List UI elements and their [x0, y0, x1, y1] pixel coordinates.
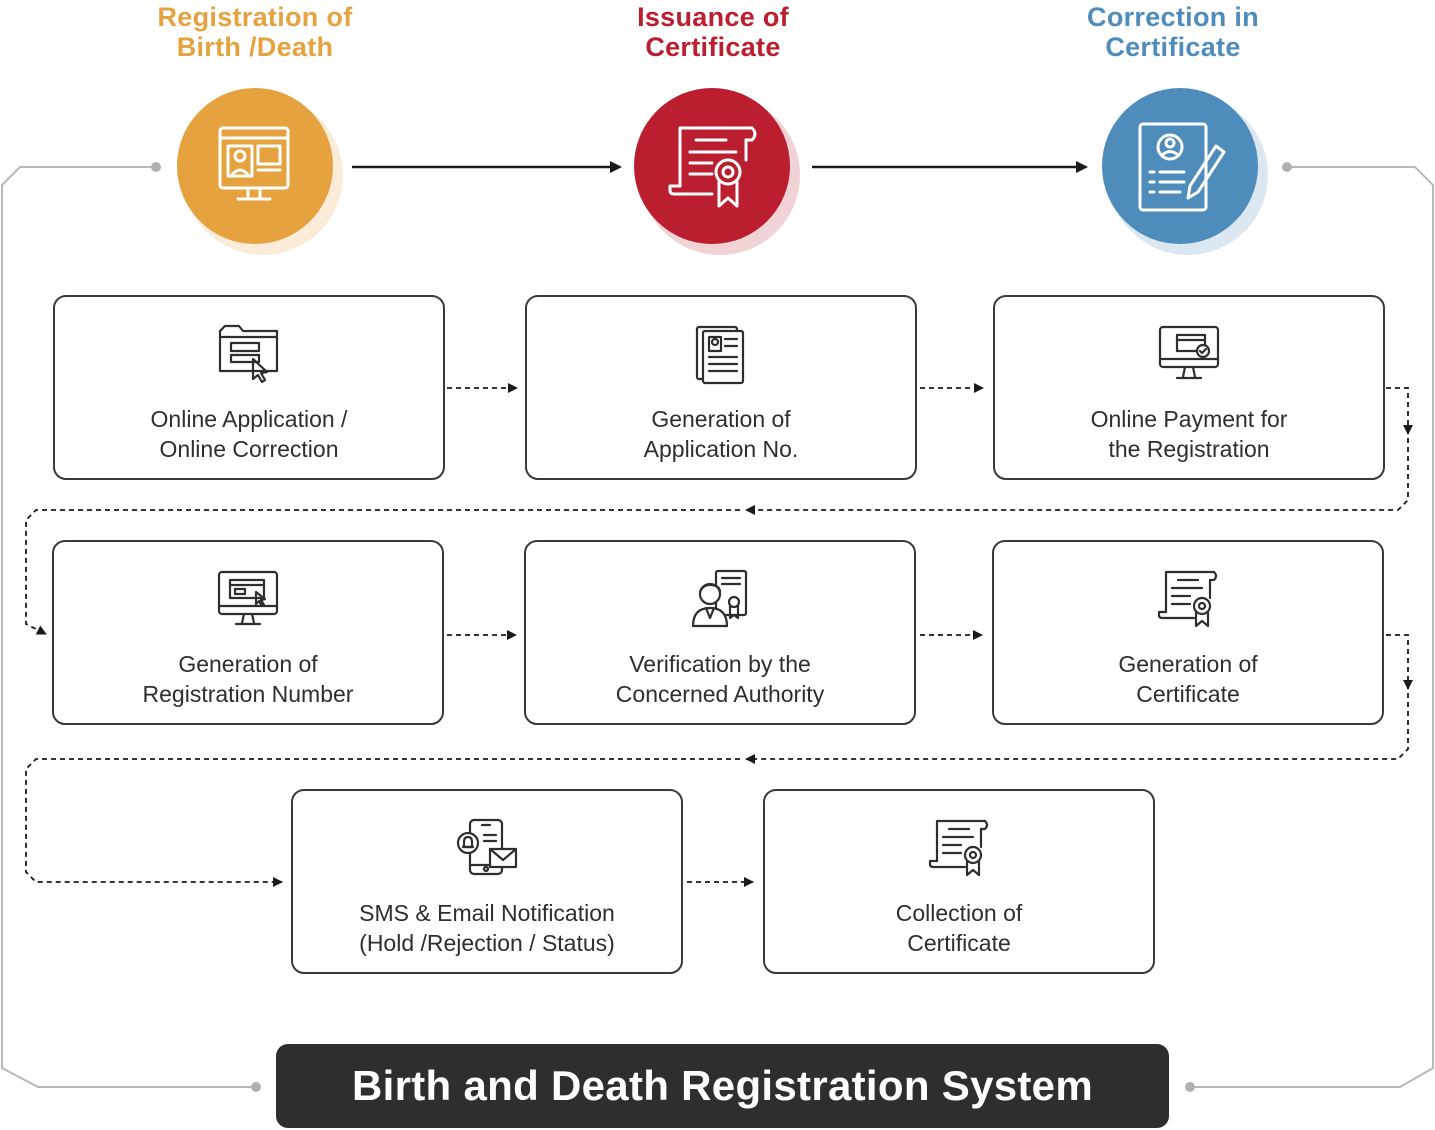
- certificate-generation-icon: [1157, 570, 1218, 628]
- step-label-line: (Hold /Rejection / Status): [359, 930, 615, 956]
- stage-title-line: Certificate: [1105, 32, 1241, 62]
- step-notification: SMS & Email Notification (Hold /Rejectio…: [291, 789, 683, 974]
- step-registration-number: Generation of Registration Number: [52, 540, 444, 725]
- stage-circle-registration: [177, 88, 343, 255]
- step-label-line: Certificate: [907, 930, 1011, 956]
- step-label-line: Application No.: [643, 436, 799, 462]
- frame-dot: [1185, 1082, 1195, 1092]
- dashed-connectors: [25, 383, 1413, 887]
- step-label-line: Registration Number: [142, 681, 354, 707]
- step-label-line: Collection of: [895, 900, 1023, 926]
- step-label-line: Generation of: [178, 651, 318, 677]
- stage-title-line: Certificate: [645, 32, 781, 62]
- step-label: Generation of Registration Number: [54, 649, 442, 709]
- step-label: Generation of Certificate: [994, 649, 1382, 709]
- stage-title-line: Issuance of: [637, 2, 789, 32]
- step-application-number: Generation of Application No.: [525, 295, 917, 480]
- computer-profile-icon: [218, 126, 290, 201]
- step-certificate-generation: Generation of Certificate: [992, 540, 1384, 725]
- notification-icon: [456, 818, 518, 876]
- step-label-line: the Registration: [1108, 436, 1270, 462]
- frame-dot: [251, 1082, 261, 1092]
- step-label-line: Generation of: [1118, 651, 1258, 677]
- step-certificate-collection: Collection of Certificate: [763, 789, 1155, 974]
- system-title-banner: Birth and Death Registration System: [276, 1044, 1169, 1128]
- certificate-icon: [668, 126, 757, 208]
- outer-frame: [1, 166, 1434, 1088]
- step-online-application: Online Application / Online Correction: [53, 295, 445, 480]
- document-edit-icon: [1138, 122, 1226, 212]
- step-online-payment: Online Payment for the Registration: [993, 295, 1385, 480]
- step-label-line: SMS & Email Notification: [359, 900, 615, 926]
- stage-title-line: Birth /Death: [176, 32, 334, 62]
- step-label: Generation of Application No.: [527, 404, 915, 464]
- registration-monitor-icon: [217, 570, 279, 626]
- application-document-icon: [695, 325, 745, 385]
- step-label-line: Online Application /: [150, 406, 348, 432]
- stage-title-issuance: Issuance of Certificate: [563, 2, 863, 62]
- step-label-line: Verification by the: [629, 651, 811, 677]
- step-label-line: Generation of: [651, 406, 791, 432]
- step-label: SMS & Email Notification (Hold /Rejectio…: [293, 898, 681, 958]
- step-label: Verification by the Concerned Authority: [526, 649, 914, 709]
- stage-title-line: Correction in: [1087, 2, 1259, 32]
- step-label: Online Application / Online Correction: [55, 404, 443, 464]
- frame-dot: [151, 162, 161, 172]
- stage-title-correction: Correction in Certificate: [1023, 2, 1323, 62]
- certificate-collection-icon: [928, 819, 989, 877]
- step-label-line: Certificate: [1136, 681, 1240, 707]
- frame-dot: [1282, 162, 1292, 172]
- online-application-icon: [218, 324, 279, 384]
- step-label-line: Online Correction: [159, 436, 339, 462]
- step-verification: Verification by the Concerned Authority: [524, 540, 916, 725]
- step-label: Online Payment for the Registration: [995, 404, 1383, 464]
- online-payment-icon: [1158, 325, 1220, 380]
- stage-title-line: Registration of: [157, 2, 353, 32]
- step-label: Collection of Certificate: [765, 898, 1153, 958]
- authority-verification-icon: [691, 569, 748, 628]
- stage-title-registration: Registration of Birth /Death: [105, 2, 405, 62]
- step-label-line: Concerned Authority: [615, 681, 825, 707]
- step-label-line: Online Payment for: [1090, 406, 1288, 432]
